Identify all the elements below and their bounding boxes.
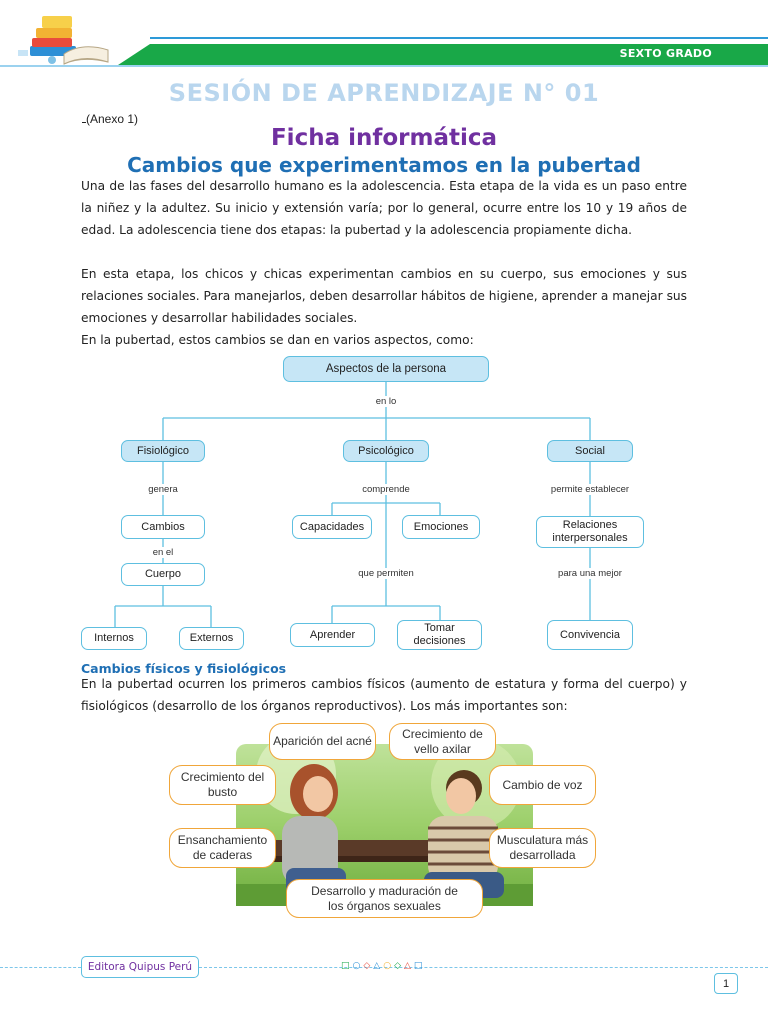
topic-subtitle: Cambios que experimentamos en la puberta… — [127, 153, 641, 177]
map-node-root: Aspectos de la persona — [283, 356, 489, 382]
page-number: 1 — [714, 973, 738, 994]
concept-map-connectors — [114, 382, 591, 627]
footer-dashed-right — [199, 967, 768, 968]
map-node-externos: Externos — [179, 627, 244, 650]
callout-musculatura: Musculatura más desarrollada — [489, 828, 596, 868]
aspects-intro: En la pubertad, estos cambios se dan en … — [81, 333, 474, 347]
map-link-para-mejor: para una mejor — [557, 568, 623, 579]
callout-voz: Cambio de voz — [489, 765, 596, 805]
map-node-tomar-decisiones: Tomar decisiones — [397, 620, 482, 650]
map-node-capacidades: Capacidades — [292, 515, 372, 539]
books-logo-icon — [18, 16, 109, 65]
footer-dashed-left — [0, 967, 81, 968]
teens-photo — [236, 744, 533, 906]
map-link-que-permiten: que permiten — [357, 568, 415, 579]
header-green-band — [150, 44, 768, 65]
map-link-genera: genera — [147, 484, 179, 495]
map-node-fisiologico: Fisiológico — [121, 440, 205, 462]
callout-organos: Desarrollo y maduración de los órganos s… — [286, 879, 483, 918]
header-divider — [0, 65, 768, 67]
map-node-social: Social — [547, 440, 633, 462]
changes-paragraph: En esta etapa, los chicos y chicas exper… — [81, 267, 687, 325]
section-heading: Cambios físicos y fisiológicos — [81, 661, 287, 676]
map-node-psicologico: Psicológico — [343, 440, 429, 462]
map-node-aprender: Aprender — [290, 623, 375, 647]
grade-label: SEXTO GRADO — [619, 47, 712, 60]
ficha-title: Ficha informática — [270, 125, 498, 151]
callout-caderas: Ensanchamiento de caderas — [169, 828, 276, 868]
callout-busto: Crecimiento del busto — [169, 765, 276, 805]
section-paragraph: En la pubertad ocurren los primeros camb… — [81, 677, 687, 713]
map-node-cambios: Cambios — [121, 515, 205, 539]
header-band-slant — [118, 44, 158, 65]
map-link-comprende: comprende — [361, 484, 411, 495]
map-link-root: en lo — [374, 396, 398, 407]
publisher-label: Editora Quipus Perú — [81, 956, 199, 978]
map-node-cuerpo: Cuerpo — [121, 563, 205, 586]
callout-vello: Crecimiento de vello axilar — [389, 723, 496, 760]
map-link-permite: permite establecer — [549, 484, 631, 495]
header-blue-line — [150, 37, 768, 39]
map-node-convivencia: Convivencia — [547, 620, 633, 650]
map-link-en-el: en el — [151, 547, 175, 558]
annex-label: (Anexo 1) — [82, 112, 138, 126]
map-node-relaciones: Relaciones interpersonales — [536, 516, 644, 548]
map-node-internos: Internos — [81, 627, 147, 650]
footer-shapes-icon: □○◇△○◇△□ — [341, 961, 426, 971]
session-title: SESIÓN DE APRENDIZAJE N° 01 — [168, 79, 600, 107]
intro-paragraph: Una de las fases del desarrollo humano e… — [81, 179, 687, 237]
callout-acne: Aparición del acné — [269, 723, 376, 760]
map-node-emociones: Emociones — [402, 515, 480, 539]
